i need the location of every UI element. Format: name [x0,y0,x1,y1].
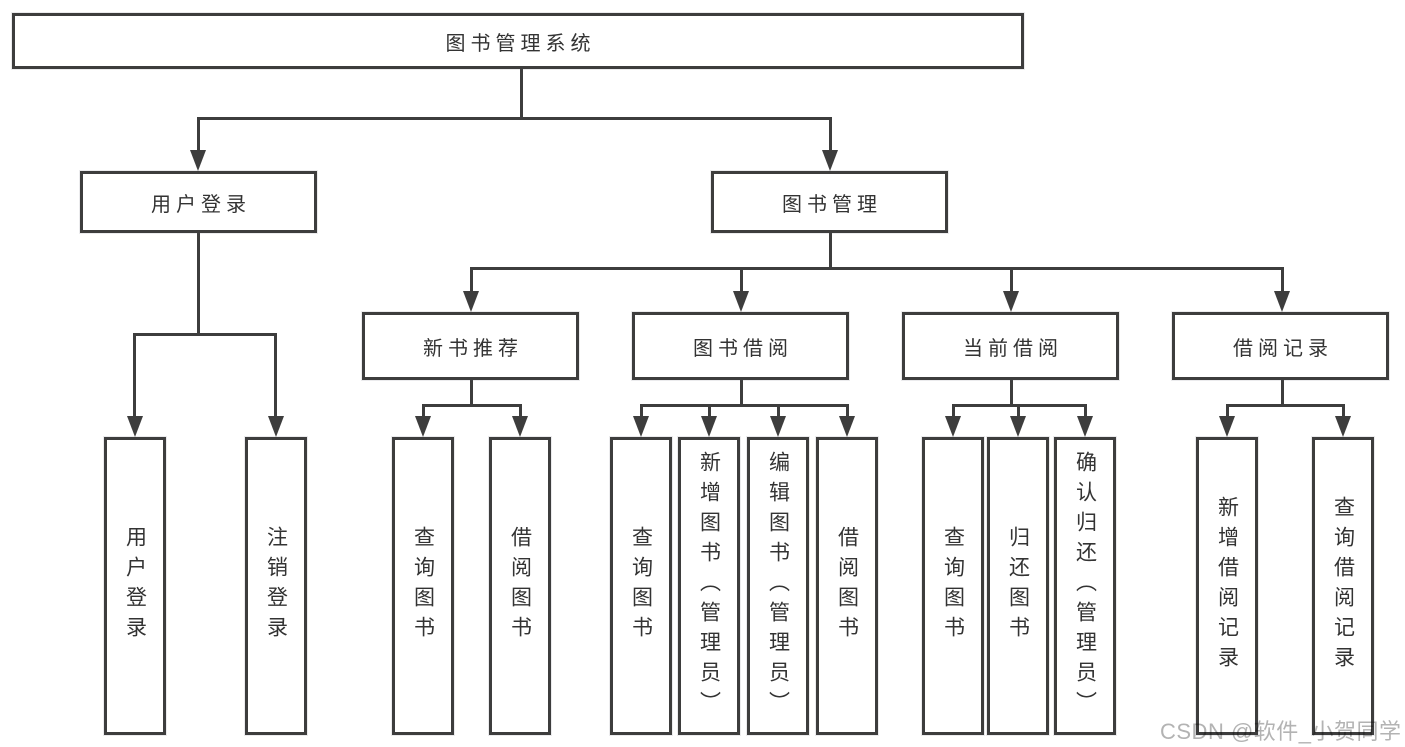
connector-line [422,404,522,407]
arrowhead-down-icon [945,416,961,437]
connector-line [740,267,743,294]
connector-line [708,404,711,420]
connector-line [777,404,780,420]
arrowhead-down-icon [268,416,284,437]
leaf-label: 确认归还（管理员） [1073,451,1097,721]
arrowhead-down-icon [1003,291,1019,312]
arrowhead-down-icon [415,416,431,437]
node-label: 图书借阅 [693,337,793,360]
arrowhead-down-icon [127,416,143,437]
node-label: 用户登录 [151,193,251,216]
arrowhead-down-icon [839,416,855,437]
leaf-edit-books-admin: 编辑图书（管理员） [747,437,809,735]
connector-line [740,380,743,407]
arrowhead-down-icon [1077,416,1093,437]
arrowhead-down-icon [512,416,528,437]
arrowhead-down-icon [1010,416,1026,437]
leaf-add-borrow-record: 新增借阅记录 [1196,437,1258,735]
leaf-logout: 注销登录 [245,437,307,735]
connector-line [519,404,522,420]
node-book-borrowing: 图书借阅 [632,312,849,380]
arrowhead-down-icon [733,291,749,312]
connector-line [952,404,955,420]
connector-line [829,117,832,153]
connector-line [133,333,136,418]
connector-line [470,267,1284,270]
node-label: 当前借阅 [963,337,1063,360]
leaf-label: 归还图书 [1006,526,1030,646]
node-user-login: 用户登录 [80,171,317,233]
leaf-borrow-books-recommend: 借阅图书 [489,437,551,735]
arrowhead-down-icon [701,416,717,437]
leaf-add-books-admin: 新增图书（管理员） [678,437,740,735]
connector-line [197,117,200,153]
leaf-label: 查询图书 [629,526,653,646]
connector-line [1010,380,1013,407]
connector-line [640,404,643,420]
leaf-label: 查询图书 [411,526,435,646]
arrowhead-down-icon [1219,416,1235,437]
arrowhead-down-icon [633,416,649,437]
node-current-borrowing: 当前借阅 [902,312,1119,380]
connector-line [1017,404,1020,420]
connector-line [1281,380,1284,407]
node-book-management: 图书管理 [711,171,948,233]
connector-line [829,233,832,270]
leaf-label: 查询借阅记录 [1331,496,1355,676]
arrowhead-down-icon [190,150,206,171]
connector-line [1342,404,1345,420]
connector-line [1226,404,1229,420]
connector-line [422,404,425,420]
arrowhead-down-icon [1274,291,1290,312]
node-root-library-system: 图书管理系统 [12,13,1024,69]
arrowhead-down-icon [822,150,838,171]
leaf-label: 借阅图书 [508,526,532,646]
connector-line [274,333,277,418]
arrowhead-down-icon [1335,416,1351,437]
leaf-query-books-borrowing: 查询图书 [610,437,672,735]
leaf-label: 注销登录 [264,526,288,646]
connector-line [133,333,277,336]
leaf-label: 编辑图书（管理员） [766,451,790,721]
connector-line [470,267,473,294]
node-label: 新书推荐 [423,337,523,360]
connector-line [470,380,473,407]
leaf-return-books: 归还图书 [987,437,1049,735]
node-label: 图书管理 [782,193,882,216]
leaf-user-login: 用户登录 [104,437,166,735]
node-new-book-recommend: 新书推荐 [362,312,579,380]
connector-line [520,69,523,119]
connector-line [197,117,832,120]
node-label: 借阅记录 [1233,337,1333,360]
leaf-query-books-current: 查询图书 [922,437,984,735]
arrowhead-down-icon [770,416,786,437]
node-label: 图书管理系统 [445,32,596,55]
leaf-label: 新增图书（管理员） [697,451,721,721]
connector-line [1084,404,1087,420]
leaf-query-borrow-record: 查询借阅记录 [1312,437,1374,735]
csdn-watermark: CSDN @软件_小贺同学 [1160,719,1402,744]
arrowhead-down-icon [463,291,479,312]
leaf-borrow-books-borrowing: 借阅图书 [816,437,878,735]
connector-line [640,404,849,407]
connector-line [1281,267,1284,294]
leaf-label: 借阅图书 [835,526,859,646]
leaf-query-books-recommend: 查询图书 [392,437,454,735]
leaf-label: 用户登录 [123,526,147,646]
leaf-confirm-return-admin: 确认归还（管理员） [1054,437,1116,735]
node-borrowing-records: 借阅记录 [1172,312,1389,380]
connector-line [846,404,849,420]
connector-line [1010,267,1013,294]
connector-line [1226,404,1345,407]
leaf-label: 新增借阅记录 [1215,496,1239,676]
connector-line [197,233,200,336]
leaf-label: 查询图书 [941,526,965,646]
